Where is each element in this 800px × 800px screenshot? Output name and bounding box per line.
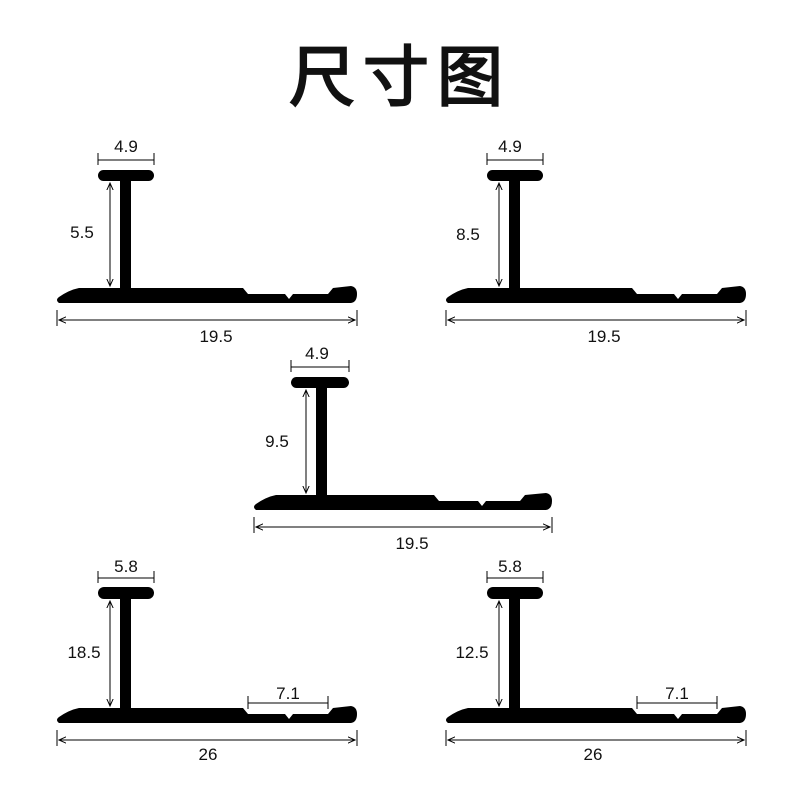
groove-width-label: 7.1 (276, 684, 300, 703)
profile-4: 5.8 18.5 7.1 26 (56, 557, 358, 764)
profile-1: 4.9 5.5 19.5 (56, 137, 358, 346)
profile-base (254, 493, 552, 510)
top-width-label: 5.8 (498, 557, 522, 576)
profile-top-flange (291, 377, 349, 388)
base-width-label: 19.5 (395, 534, 428, 553)
top-width-label: 4.9 (305, 344, 329, 363)
profile-stem (509, 181, 520, 289)
base-width-label: 19.5 (199, 327, 232, 346)
height-label: 5.5 (70, 223, 94, 242)
profile-top-flange (98, 587, 154, 599)
base-width-label: 19.5 (587, 327, 620, 346)
profile-stem (120, 181, 131, 289)
profile-stem (316, 388, 327, 496)
profile-base (57, 706, 357, 723)
profile-base (446, 706, 746, 723)
profile-5: 5.8 12.5 7.1 26 (445, 557, 747, 764)
height-label: 12.5 (455, 643, 488, 662)
profile-top-flange (487, 587, 543, 599)
base-width-label: 26 (199, 745, 218, 764)
height-label: 9.5 (265, 432, 289, 451)
profile-stem (509, 599, 520, 709)
top-width-label: 4.9 (498, 137, 522, 156)
top-width-label: 5.8 (114, 557, 138, 576)
top-width-label: 4.9 (114, 137, 138, 156)
profile-2: 4.9 8.5 19.5 (445, 137, 747, 346)
base-width-label: 26 (584, 745, 603, 764)
profile-3: 4.9 9.5 19.5 (253, 344, 553, 553)
groove-width-label: 7.1 (665, 684, 689, 703)
profile-top-flange (487, 170, 543, 181)
page-title: 尺寸图 (289, 39, 511, 116)
profile-base (57, 286, 357, 303)
height-label: 8.5 (456, 225, 480, 244)
height-label: 18.5 (67, 643, 100, 662)
profile-base (446, 286, 746, 303)
profile-top-flange (98, 170, 154, 181)
profile-stem (120, 599, 131, 709)
